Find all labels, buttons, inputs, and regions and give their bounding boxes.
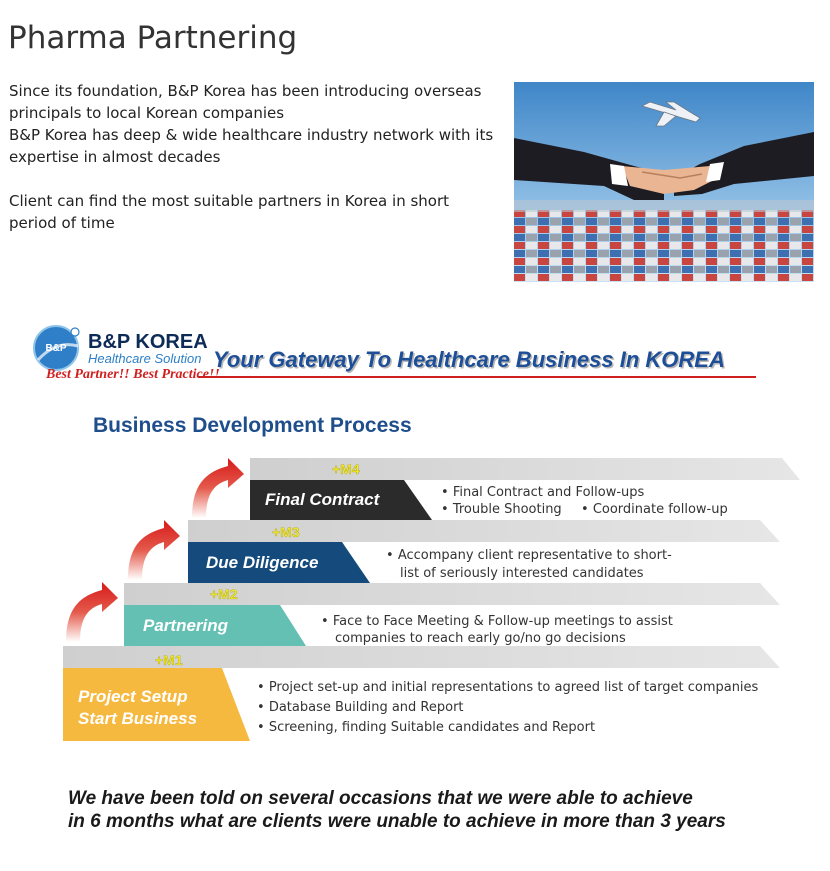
handshake-containers-photo [514, 82, 814, 282]
milestone-m1: +M1 [155, 652, 183, 668]
arrow-up-icon [66, 582, 118, 642]
step-label-due-diligence: Due Diligence [206, 553, 318, 572]
step-top-1 [63, 646, 780, 668]
step-top-3 [188, 520, 780, 542]
process-diagram: +M4 +M3 +M2 +M1 Final Contract Due Dilig… [63, 458, 800, 741]
step-block-final-contract [250, 480, 432, 520]
step-label-final-contract: Final Contract [265, 490, 381, 509]
bp-korea-logo: B&P B&P KOREA Healthcare Solution [33, 325, 208, 371]
bullet-item: • Trouble Shooting [441, 502, 562, 517]
intro-text: Since its foundation, B&P Korea has been… [9, 80, 499, 234]
milestone-m3: +M3 [272, 524, 300, 540]
milestone-m4: +M4 [332, 461, 360, 477]
motto: Best Partner!! Best Practice!! [45, 367, 220, 382]
intro-paragraph: Client can find the most suitable partne… [9, 192, 450, 232]
airplane-icon [640, 101, 701, 127]
bullet-item: • Coordinate follow-up [581, 502, 728, 517]
tagline-shadow: Your Gateway To Healthcare Business In K… [215, 349, 727, 374]
step-top-4 [250, 458, 800, 480]
quote-line: We have been told on several occasions t… [68, 788, 693, 809]
quote-line: in 6 months what are clients were unable… [68, 811, 726, 832]
testimonial-quote: We have been told on several occasions t… [68, 787, 726, 833]
bullet-continuation: companies to reach early go/no go decisi… [335, 631, 626, 646]
arrow-up-icon [128, 520, 180, 580]
bullet-item: • Accompany client representative to sho… [386, 548, 672, 563]
bullet-continuation: list of seriously interested candidates [400, 566, 644, 581]
bullet-item: • Final Contract and Follow-ups [441, 485, 645, 500]
step-label-project-setup: Project Setup [78, 687, 188, 706]
step-top-2 [124, 583, 780, 605]
step-block-project-setup [63, 668, 250, 741]
step-label-start-business: Start Business [78, 709, 197, 728]
bullet-item: • Face to Face Meeting & Follow-up meeti… [321, 614, 673, 629]
bullet-item: • Screening, finding Suitable candidates… [257, 720, 595, 735]
step-label-partnering: Partnering [143, 616, 229, 635]
process-title: Business Development Process [93, 414, 412, 437]
step-block-partnering [124, 605, 306, 646]
intro-paragraph: Since its foundation, B&P Korea has been… [9, 82, 494, 166]
brand-banner: B&P B&P KOREA Healthcare Solution Best P… [33, 325, 756, 382]
logo-text: B&P KOREA [88, 331, 208, 353]
arrow-up-icon [192, 458, 244, 518]
bullet-item: • Project set-up and initial representat… [257, 680, 759, 695]
logo-mark-text: B&P [45, 343, 66, 354]
bullet-item: • Database Building and Report [257, 700, 464, 715]
step-block-due-diligence [188, 542, 370, 583]
logo-subtitle: Healthcare Solution [88, 351, 201, 366]
tagline: Your Gateway To Healthcare Business In K… [213, 347, 725, 372]
page-title: Pharma Partnering [8, 20, 298, 56]
milestone-m2: +M2 [210, 586, 238, 602]
